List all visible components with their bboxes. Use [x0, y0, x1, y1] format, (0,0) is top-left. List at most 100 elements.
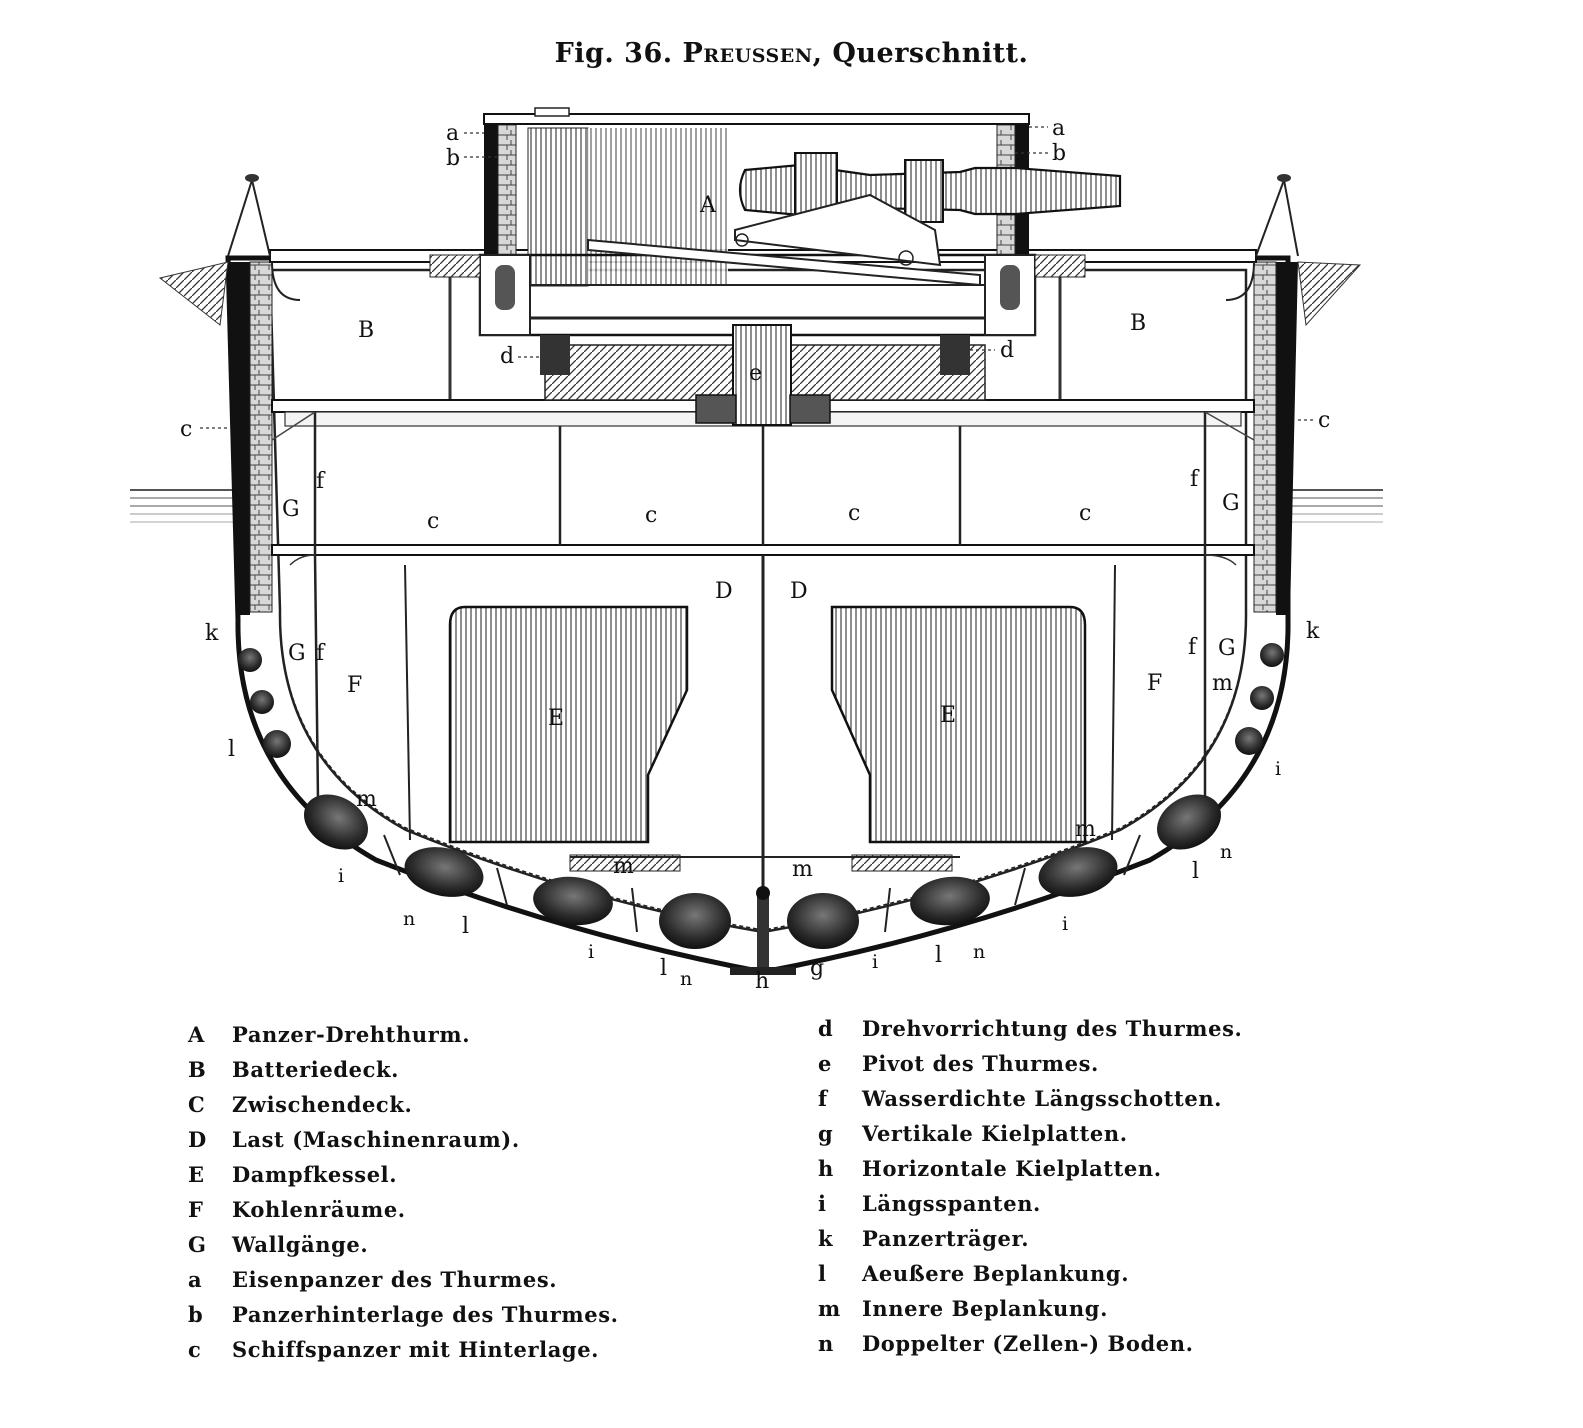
- legend-key: F: [188, 1197, 204, 1222]
- label-B-right: B: [1130, 311, 1146, 336]
- leader-lines: [200, 126, 1316, 429]
- legend-entry-h: h Horizontale Kielplatten.: [818, 1156, 1242, 1191]
- legend-key: m: [818, 1296, 841, 1321]
- legend-text: Zwischendeck.: [232, 1092, 413, 1117]
- legend-text: Aeußere Beplankung.: [862, 1261, 1130, 1286]
- label-k-right: k: [1306, 619, 1320, 644]
- legend-text: Panzer-Drehthurm.: [232, 1022, 471, 1047]
- label-G-upper-right: G: [1222, 491, 1240, 516]
- label-f-upper-left: f: [316, 469, 326, 494]
- label-i-5: i: [1275, 758, 1281, 780]
- label-i-1: i: [338, 865, 344, 887]
- turret: [478, 107, 1122, 426]
- legend-text: Horizontale Kielplatten.: [862, 1156, 1162, 1181]
- label-m-5: m: [1212, 671, 1233, 696]
- legend-entry-A: A Panzer-Drehthurm.: [188, 1022, 619, 1057]
- legend-text: Längsspanten.: [862, 1191, 1041, 1216]
- label-A-turret: A: [699, 193, 717, 218]
- legend-text: Kohlenräume.: [232, 1197, 406, 1222]
- legend-key: B: [188, 1057, 207, 1082]
- legend-text: Schiffspanzer mit Hinterlage.: [232, 1337, 600, 1362]
- boilers: [448, 605, 1087, 872]
- legend-key: k: [818, 1226, 834, 1251]
- label-l-2: l: [462, 914, 469, 939]
- label-c-left: c: [180, 417, 192, 442]
- legend-key: f: [818, 1086, 828, 1111]
- label-C-1: c: [427, 509, 439, 534]
- label-m-3: m: [792, 857, 813, 882]
- label-E-left: E: [548, 706, 564, 731]
- label-b-right: b: [1052, 141, 1066, 166]
- legend-key: n: [818, 1331, 834, 1356]
- legend-entry-l: l Aeußere Beplankung.: [818, 1261, 1242, 1296]
- legend-text: Wallgänge.: [232, 1232, 369, 1257]
- legend-key: D: [188, 1127, 207, 1152]
- legend-key: d: [818, 1016, 834, 1041]
- legend-text: Dampfkessel.: [232, 1162, 398, 1187]
- label-m-4: m: [1075, 817, 1096, 842]
- label-m-2: m: [613, 854, 634, 879]
- legend-key: a: [188, 1267, 203, 1292]
- label-F-left: F: [347, 673, 362, 698]
- legend-text: Innere Beplankung.: [862, 1296, 1108, 1321]
- label-i-4: i: [1062, 913, 1068, 935]
- label-a-left: a: [446, 121, 459, 146]
- figure-number: Fig. 36.: [554, 38, 673, 69]
- legend-key: h: [818, 1156, 834, 1181]
- legend-key: C: [188, 1092, 206, 1117]
- legend-key: A: [188, 1022, 205, 1047]
- legend-left-column: A Panzer-Drehthurm. B Batteriedeck. C Zwische…: [188, 1022, 619, 1372]
- label-C-4: c: [1079, 501, 1091, 526]
- label-n-3: n: [973, 941, 985, 963]
- label-C-3: c: [848, 501, 860, 526]
- label-k-left: k: [205, 621, 219, 646]
- label-D-right: D: [790, 579, 808, 604]
- legend-text: Panzerhinterlage des Thurmes.: [232, 1302, 619, 1327]
- legend-entry-c: c Schiffspanzer mit Hinterlage.: [188, 1337, 619, 1372]
- legend-text: Doppelter (Zellen-) Boden.: [862, 1331, 1194, 1356]
- label-l-5: l: [1192, 859, 1199, 884]
- legend-entry-B: B Batteriedeck.: [188, 1057, 619, 1092]
- label-E-right: E: [940, 703, 956, 728]
- label-f-lower-left: f: [316, 641, 326, 666]
- legend-text: Last (Maschinenraum).: [232, 1127, 520, 1152]
- label-d-left: d: [500, 344, 514, 369]
- label-h-keel: h: [755, 969, 769, 994]
- label-f-upper-right: f: [1190, 467, 1200, 492]
- label-c-right: c: [1318, 408, 1330, 433]
- label-n-4: n: [1220, 841, 1232, 863]
- deck-rails: [158, 174, 1362, 327]
- label-i-3: i: [872, 951, 878, 973]
- legend-key: b: [188, 1302, 204, 1327]
- legend-entry-n: n Doppelter (Zellen-) Boden.: [818, 1331, 1242, 1366]
- legend-key: c: [188, 1337, 202, 1362]
- longitudinal-bulkheads: [289, 554, 1237, 895]
- label-f-lower-right: f: [1188, 635, 1198, 660]
- legend-entry-F: F Kohlenräume.: [188, 1197, 619, 1232]
- diagram-labels: A B B c c c c D D E E F F G G G G a b a …: [180, 116, 1330, 994]
- ship-cross-section-diagram: A B B c c c c D D E E F F G G G G a b a …: [130, 107, 1383, 994]
- legend-text: Batteriedeck.: [232, 1057, 400, 1082]
- legend-entry-D: D Last (Maschinenraum).: [188, 1127, 619, 1162]
- legend-text: Vertikale Kielplatten.: [862, 1121, 1128, 1146]
- label-G-upper-left: G: [282, 497, 300, 522]
- legend-key: l: [818, 1261, 827, 1286]
- label-e-pivot: e: [749, 361, 762, 386]
- figure-title: Fig. 36. Preussen, Querschnitt.: [0, 38, 1583, 69]
- label-l-1: l: [228, 737, 235, 762]
- legend-key: e: [818, 1051, 832, 1076]
- label-l-4: l: [935, 943, 942, 968]
- double-bottom-cells: [238, 643, 1284, 975]
- label-D-left: D: [715, 579, 733, 604]
- side-armour: [228, 261, 1298, 615]
- label-i-2: i: [588, 941, 594, 963]
